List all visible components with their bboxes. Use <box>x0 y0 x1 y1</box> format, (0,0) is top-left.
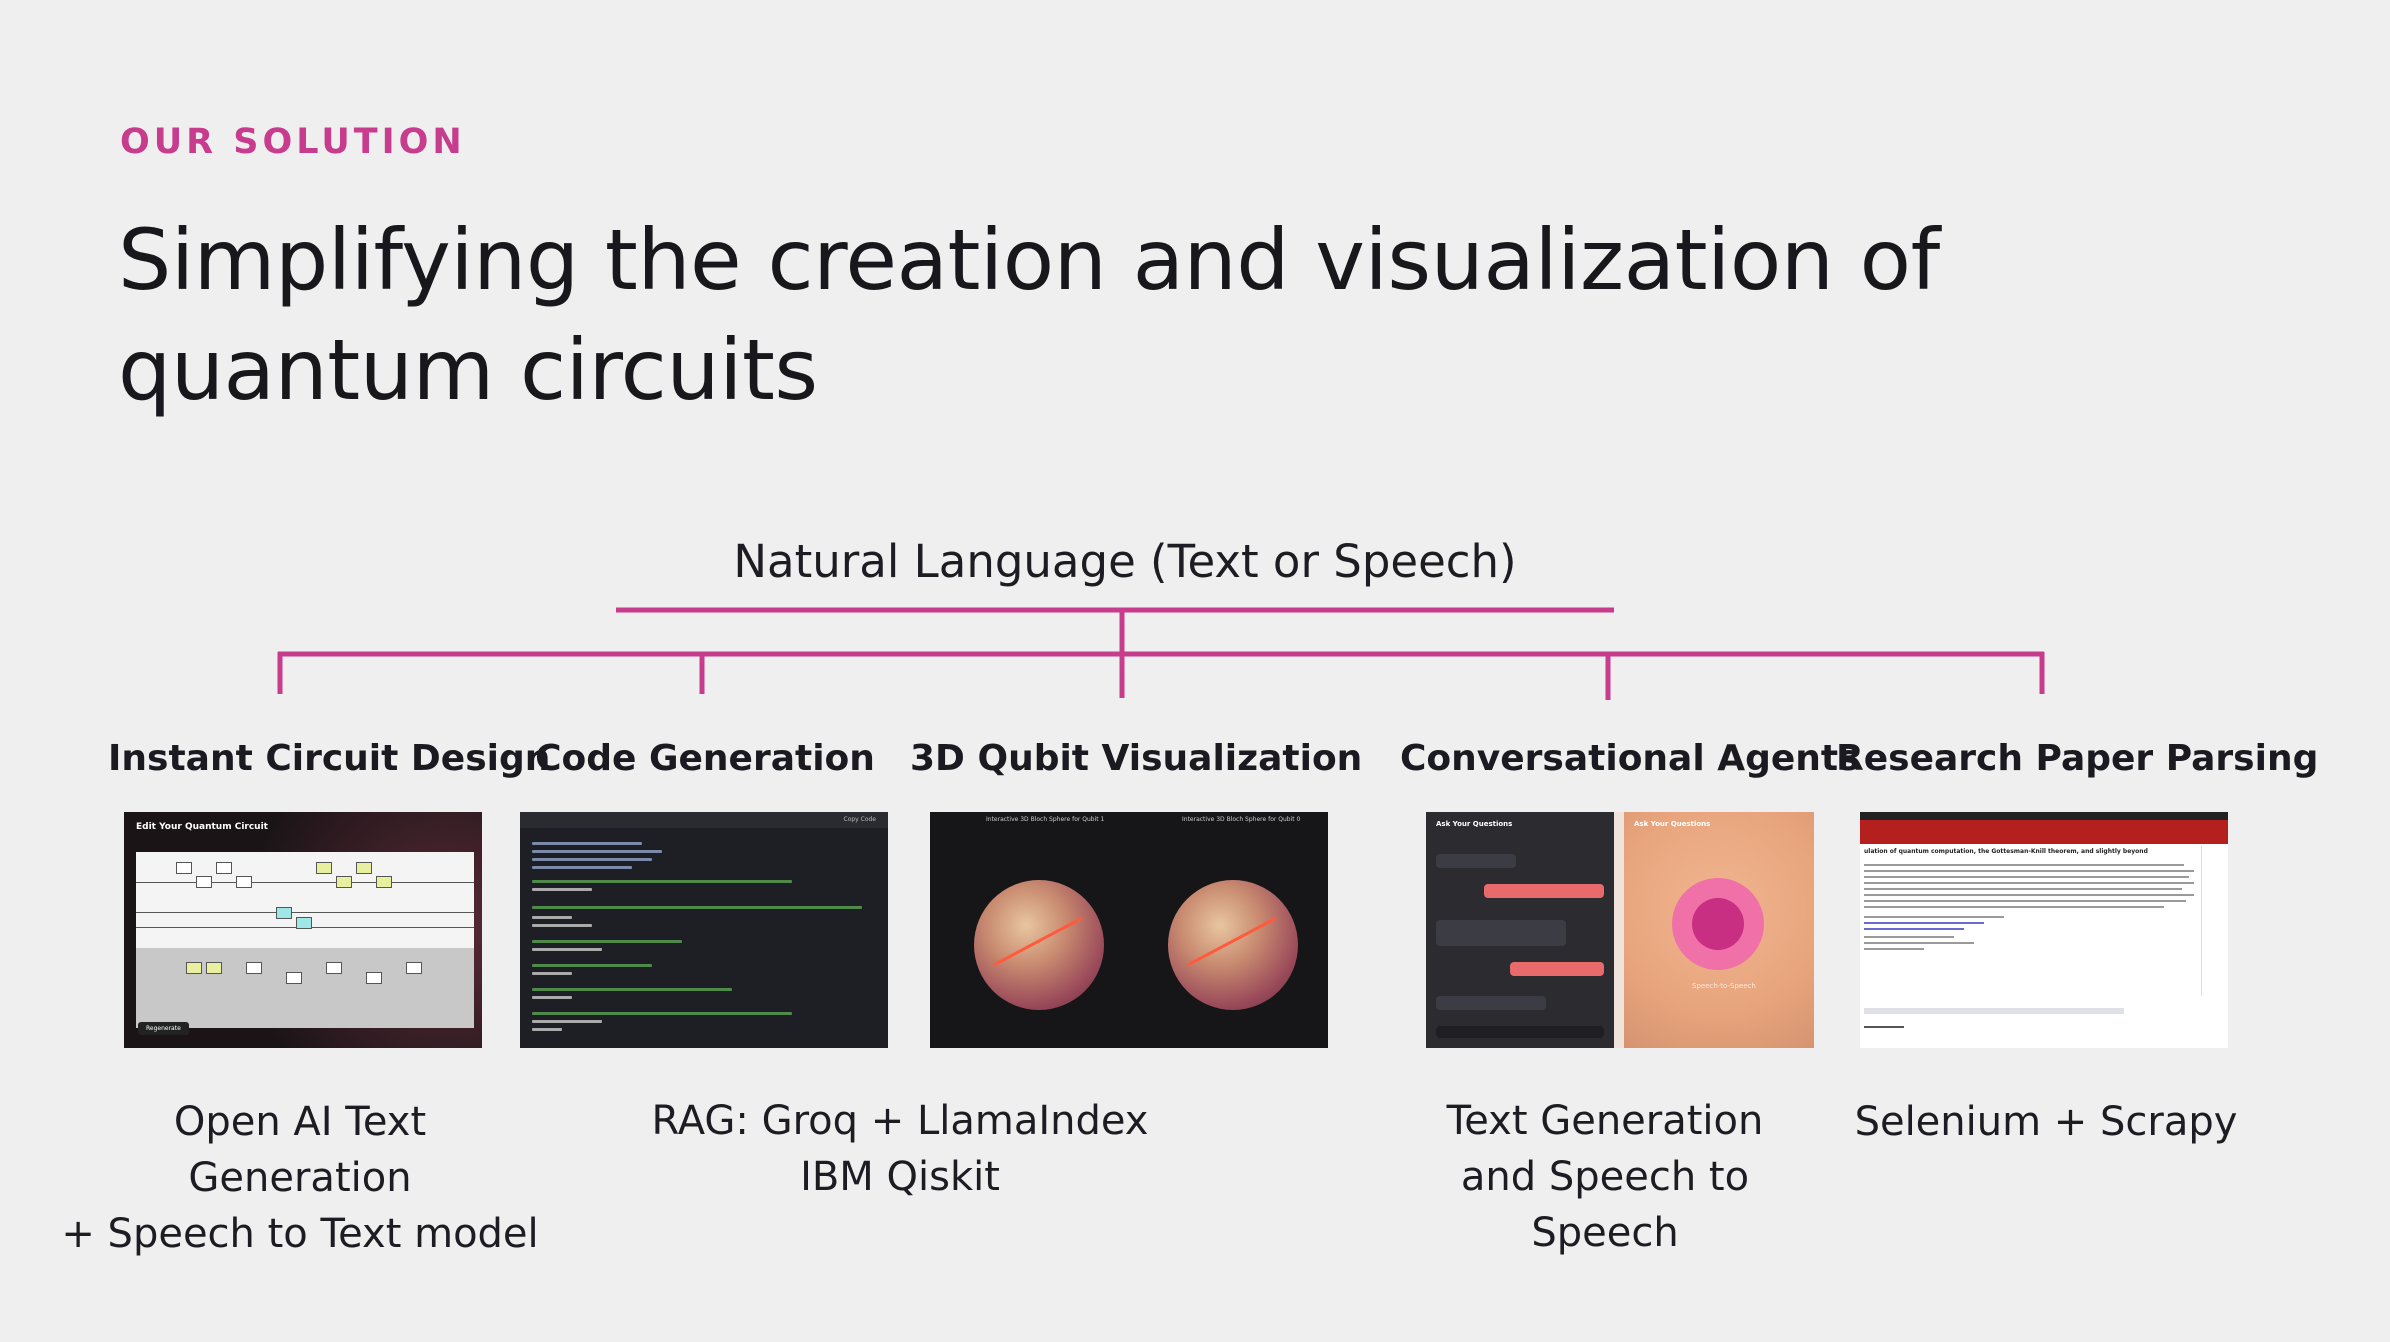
caption-line: Text Generation <box>1446 1098 1764 1144</box>
research-paper-screenshot: ulation of quantum computation, the Gott… <box>1860 812 2228 1048</box>
code-generation-screenshot: Copy Code <box>520 812 888 1048</box>
conversational-agents-screenshot: Ask Your Questions Ask Your Questions Sp… <box>1426 812 1814 1048</box>
chat-panel-title: Ask Your Questions <box>1436 820 1513 828</box>
caption-line: IBM Qiskit <box>800 1154 1000 1200</box>
bloch-label-left: Interactive 3D Bloch Sphere for Qubit 1 <box>986 816 1105 823</box>
speech-panel: Ask Your Questions Speech-to-Speech <box>1624 812 1814 1048</box>
speech-panel-title: Ask Your Questions <box>1634 820 1711 828</box>
copy-code-label: Copy Code <box>843 816 877 823</box>
heading-3d-qubit-visualization: 3D Qubit Visualization <box>910 738 1363 779</box>
circuit-editor-screenshot: Edit Your Quantum Circuit Regenerate <box>124 812 482 1048</box>
caption-line: + Speech to Text model <box>61 1211 539 1257</box>
caption-line: and Speech to <box>1460 1154 1750 1200</box>
caption-line: RAG: Groq + LlamaIndex <box>651 1098 1149 1144</box>
heading-code-generation: Code Generation <box>535 738 875 779</box>
paper-title: ulation of quantum computation, the Gott… <box>1864 848 2148 855</box>
bloch-sphere-screenshot: Interactive 3D Bloch Sphere for Qubit 1 … <box>930 812 1328 1048</box>
slide-title: Simplifying the creation and visualizati… <box>118 211 1940 419</box>
circuit-grid <box>136 852 474 1028</box>
caption-conversational-agents: Text Generation and Speech to Speech <box>1400 1093 1810 1261</box>
heading-instant-circuit-design: Instant Circuit Design <box>108 738 551 779</box>
bloch-sphere-qubit-0 <box>1168 880 1298 1010</box>
speech-to-speech-label: Speech-to-Speech <box>1692 982 1756 990</box>
caption-line: Speech <box>1531 1210 1679 1256</box>
caption-line: Selenium + Scrapy <box>1854 1099 2238 1145</box>
microphone-icon <box>1672 878 1764 970</box>
heading-conversational-agents: Conversational Agents <box>1400 738 1860 779</box>
caption-instant-circuit-design: Open AI Text Generation + Speech to Text… <box>60 1094 540 1262</box>
bloch-sphere-qubit-1 <box>974 880 1104 1010</box>
source-label: Natural Language (Text or Speech) <box>733 535 1517 588</box>
caption-line: Open AI Text Generation <box>173 1099 427 1201</box>
heading-research-paper-parsing: Research Paper Parsing <box>1836 738 2319 779</box>
circuit-editor-title: Edit Your Quantum Circuit <box>136 822 268 832</box>
caption-code-generation: RAG: Groq + LlamaIndex IBM Qiskit <box>640 1093 1160 1205</box>
chat-panel: Ask Your Questions <box>1426 812 1614 1048</box>
bloch-label-right: Interactive 3D Bloch Sphere for Qubit 0 <box>1182 816 1301 823</box>
section-eyebrow: OUR SOLUTION <box>120 122 466 162</box>
regenerate-button: Regenerate <box>138 1022 189 1035</box>
caption-research-paper-parsing: Selenium + Scrapy <box>1836 1094 2256 1150</box>
